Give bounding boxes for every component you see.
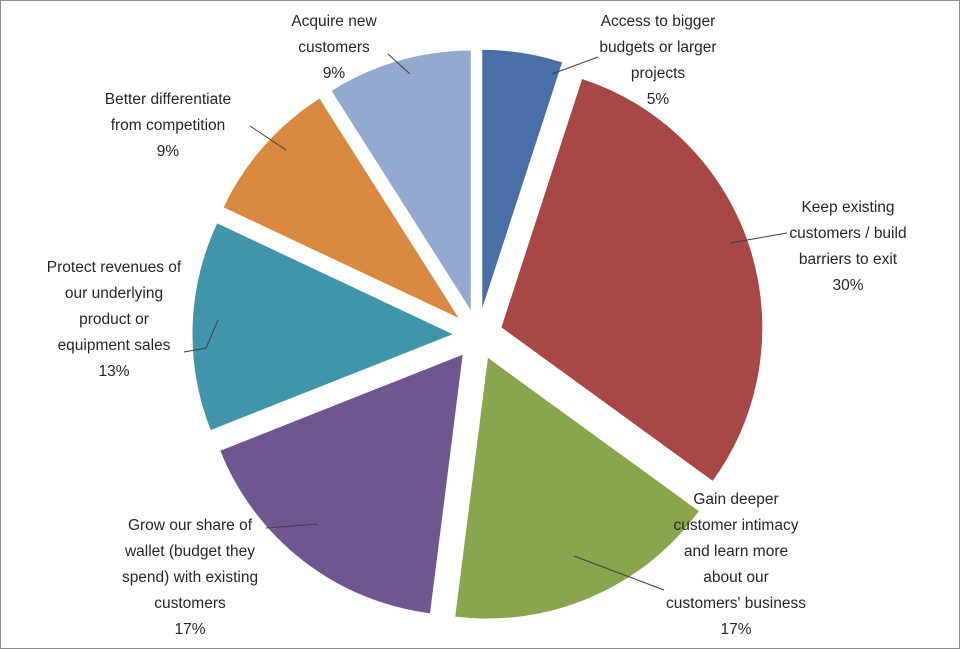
slice-percent-label: 17%	[174, 621, 205, 638]
slice-label-line: and learn more	[684, 543, 788, 560]
pie-slice-6	[222, 97, 462, 321]
slice-label-line: about our	[703, 569, 769, 586]
leader-line-7	[387, 53, 411, 75]
pie-slice-3	[454, 356, 701, 620]
slice-label-line: customers	[298, 39, 370, 56]
slice-label-1: Access to bigger budgets or larger project…	[599, 13, 716, 108]
slice-percent-label: 5%	[647, 91, 670, 108]
slice-label-line: customers' business	[666, 595, 806, 612]
slice-label-line: Grow our share of	[128, 517, 253, 534]
slice-label-line: Acquire new	[291, 13, 377, 30]
leader-line-5	[183, 319, 219, 353]
pie-slice-7	[330, 49, 472, 314]
labels-layer: Access to bigger budgets or larger project…	[47, 13, 907, 638]
slice-label-line: customer intimacy	[674, 517, 799, 534]
pie-slice-1	[481, 48, 564, 312]
slice-label-2: Keep existing customers / build barriers t…	[789, 199, 906, 294]
leader-line-4	[265, 523, 319, 529]
leader-line-1	[551, 56, 599, 75]
slice-label-line: Protect revenues of	[47, 259, 182, 276]
slice-label-line: from competition	[111, 117, 226, 134]
slice-percent-label: 9%	[323, 65, 346, 82]
slice-percent-label: 13%	[98, 363, 129, 380]
slice-label-6: Better differentiate from competition 9%	[105, 91, 231, 160]
slice-label-line: product or	[79, 311, 149, 328]
slice-label-7: Acquire new customers 9%	[291, 13, 377, 82]
slice-label-line: our underlying	[65, 285, 163, 302]
leader-line-6	[249, 125, 287, 151]
pie-slice-2	[500, 77, 764, 483]
slice-label-line: customers / build	[789, 225, 906, 242]
slice-percent-label: 30%	[832, 277, 863, 294]
slice-percent-label: 17%	[720, 621, 751, 638]
slices-layer	[191, 48, 764, 620]
slice-label-line: Keep existing	[801, 199, 894, 216]
slice-label-line: barriers to exit	[799, 251, 898, 268]
pie-slice-5	[191, 222, 456, 432]
leader-line-2	[729, 232, 788, 244]
slice-label-line: Better differentiate	[105, 91, 231, 108]
slice-label-line: projects	[631, 65, 686, 82]
slice-label-line: Gain deeper	[693, 491, 778, 508]
leader-line-3	[573, 555, 665, 591]
slice-percent-label: 9%	[157, 143, 180, 160]
leader-lines-layer	[183, 53, 788, 591]
slice-label-line: Access to bigger	[601, 13, 716, 30]
slice-label-5: Protect revenues of our underlying product…	[47, 259, 182, 380]
slice-label-line: customers	[154, 595, 226, 612]
slice-label-line: budgets or larger	[599, 39, 716, 56]
slice-label-line: equipment sales	[58, 337, 171, 354]
slice-label-3: Gain deeper customer intimacy and learn mo…	[666, 491, 806, 638]
slice-label-line: wallet (budget they	[124, 543, 255, 560]
slice-label-line: spend) with existing	[122, 569, 258, 586]
pie-slice-4	[219, 353, 464, 615]
slice-label-4: Grow our share of wallet (budget they spen…	[122, 517, 258, 638]
